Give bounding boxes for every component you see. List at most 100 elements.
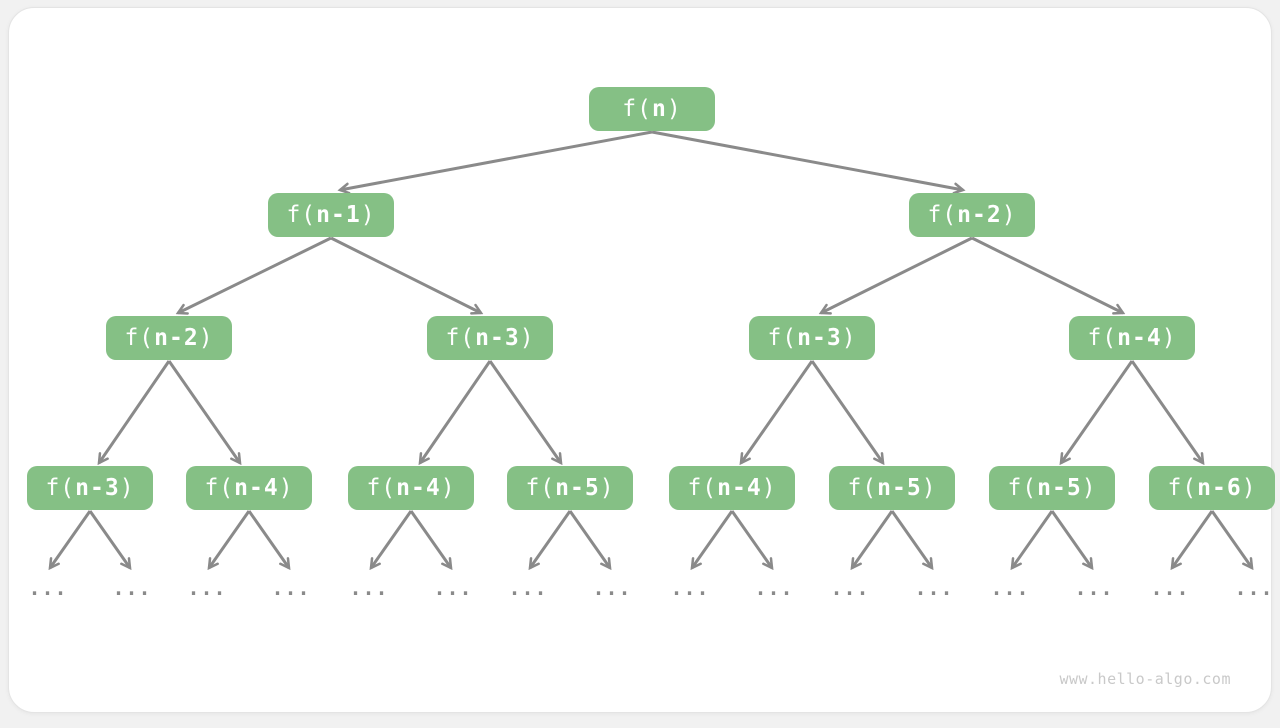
node-label-argument: n-6 xyxy=(1197,475,1242,501)
node-label-suffix: ) xyxy=(666,96,682,122)
tree-node-L4-3: f(n-4) xyxy=(348,466,474,510)
ellipsis-leaf: ... xyxy=(670,576,710,600)
tree-edge-arrow xyxy=(50,510,92,568)
tree-node-L3-1: f(n-2) xyxy=(106,316,232,360)
tree-edge-arrow xyxy=(971,236,1123,313)
node-label-argument: n-5 xyxy=(555,475,600,501)
tree-node-L4-7: f(n-5) xyxy=(989,466,1115,510)
tree-node-L2-2: f(n-2) xyxy=(909,193,1035,237)
node-label-prefix: f( xyxy=(927,202,958,228)
tree-edge-arrow xyxy=(1210,510,1252,568)
tree-edge-arrow xyxy=(209,510,251,568)
ellipsis-leaf: ... xyxy=(28,576,68,600)
node-label-suffix: ) xyxy=(841,325,857,351)
ellipsis-leaf: ... xyxy=(914,576,954,600)
tree-edge-arrow xyxy=(1012,510,1054,568)
tree-edge-arrow xyxy=(1061,360,1134,463)
node-label-prefix: f( xyxy=(1007,475,1038,501)
tree-edge-arrow xyxy=(821,236,973,313)
node-label-argument: n-2 xyxy=(154,325,199,351)
node-label-suffix: ) xyxy=(761,475,777,501)
node-label-prefix: f( xyxy=(124,325,155,351)
node-label-prefix: f( xyxy=(366,475,397,501)
tree-node-L3-3: f(n-3) xyxy=(749,316,875,360)
ellipsis-leaf: ... xyxy=(433,576,473,600)
diagram-panel: f(n)f(n-1)f(n-2)f(n-2)f(n-3)f(n-3)f(n-4)… xyxy=(8,7,1275,713)
node-label-argument: n-3 xyxy=(75,475,120,501)
node-label-argument: n-4 xyxy=(396,475,441,501)
node-label-argument: n-4 xyxy=(1117,325,1162,351)
tree-edge-arrow xyxy=(488,360,561,463)
node-label-suffix: ) xyxy=(599,475,615,501)
tree-edge-arrow xyxy=(852,510,894,568)
tree-edge-arrow xyxy=(178,236,332,313)
node-label-argument: n-4 xyxy=(717,475,762,501)
node-label-argument: n-5 xyxy=(877,475,922,501)
node-label-prefix: f( xyxy=(525,475,556,501)
tree-node-L4-8: f(n-6) xyxy=(1149,466,1275,510)
tree-edge-arrow xyxy=(568,510,610,568)
ellipsis-leaf: ... xyxy=(187,576,227,600)
tree-node-L4-4: f(n-5) xyxy=(507,466,633,510)
tree-edge-arrow xyxy=(409,510,451,568)
node-label-prefix: f( xyxy=(1087,325,1118,351)
node-label-argument: n-5 xyxy=(1037,475,1082,501)
tree-edge-arrow xyxy=(420,360,492,463)
tree-node-L4-2: f(n-4) xyxy=(186,466,312,510)
tree-edge-arrow xyxy=(340,130,653,190)
tree-edge-arrow xyxy=(741,360,814,463)
node-label-prefix: f( xyxy=(687,475,718,501)
node-label-prefix: f( xyxy=(445,325,476,351)
tree-edge-arrow xyxy=(371,510,413,568)
node-label-argument: n-4 xyxy=(234,475,279,501)
node-label-argument: n-3 xyxy=(475,325,520,351)
tree-edges-layer xyxy=(9,130,1280,728)
node-label-suffix: ) xyxy=(198,325,214,351)
ellipsis-leaf: ... xyxy=(271,576,311,600)
node-label-argument: n xyxy=(651,96,667,122)
node-label-suffix: ) xyxy=(440,475,456,501)
ellipsis-leaf: ... xyxy=(112,576,152,600)
tree-node-L4-6: f(n-5) xyxy=(829,466,955,510)
tree-node-L4-5: f(n-4) xyxy=(669,466,795,510)
ellipsis-leaf: ... xyxy=(830,576,870,600)
tree-edge-arrow xyxy=(88,510,130,568)
tree-edge-arrow xyxy=(1130,360,1203,463)
ellipsis-leaf: ... xyxy=(990,576,1030,600)
node-label-suffix: ) xyxy=(278,475,294,501)
tree-edge-arrow xyxy=(730,510,772,568)
node-label-argument: n-2 xyxy=(957,202,1002,228)
node-label-prefix: f( xyxy=(45,475,76,501)
tree-node-L4-1: f(n-3) xyxy=(27,466,153,510)
tree-edge-arrow xyxy=(530,510,572,568)
node-label-suffix: ) xyxy=(921,475,937,501)
tree-edge-arrow xyxy=(692,510,734,568)
tree-edge-arrow xyxy=(167,360,240,463)
tree-edge-arrow xyxy=(651,130,963,190)
tree-node-L3-4: f(n-4) xyxy=(1069,316,1195,360)
node-label-prefix: f( xyxy=(286,202,317,228)
watermark: www.hello-algo.com xyxy=(1059,670,1231,688)
ellipsis-leaf: ... xyxy=(1074,576,1114,600)
node-label-prefix: f( xyxy=(622,96,652,122)
node-label-prefix: f( xyxy=(1167,475,1198,501)
tree-edge-arrow xyxy=(247,510,289,568)
node-label-prefix: f( xyxy=(767,325,798,351)
node-label-suffix: ) xyxy=(1001,202,1017,228)
node-label-argument: n-3 xyxy=(797,325,842,351)
node-label-suffix: ) xyxy=(1241,475,1257,501)
node-label-suffix: ) xyxy=(360,202,376,228)
tree-edge-arrow xyxy=(99,360,171,463)
tree-edge-arrow xyxy=(890,510,932,568)
node-label-prefix: f( xyxy=(847,475,878,501)
ellipsis-leaf: ... xyxy=(1150,576,1190,600)
tree-node-L3-2: f(n-3) xyxy=(427,316,553,360)
tree-edge-arrow xyxy=(1050,510,1092,568)
ellipsis-leaf: ... xyxy=(508,576,548,600)
node-label-suffix: ) xyxy=(119,475,135,501)
tree-edge-arrow xyxy=(1172,510,1214,568)
ellipsis-leaf: ... xyxy=(754,576,794,600)
node-label-suffix: ) xyxy=(519,325,535,351)
node-label-argument: n-1 xyxy=(316,202,361,228)
